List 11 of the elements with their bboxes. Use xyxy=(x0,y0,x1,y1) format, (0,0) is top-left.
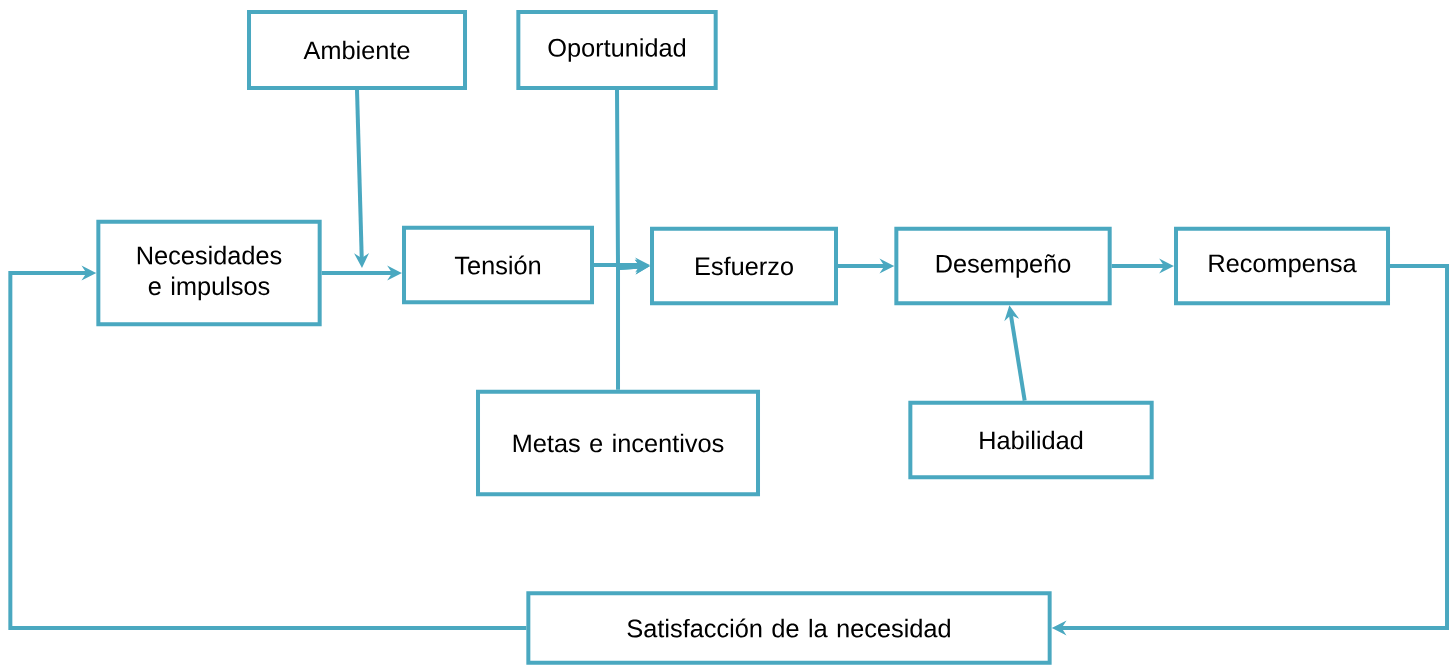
process-box: Habilidad xyxy=(908,400,1154,480)
process-box: Desempeño xyxy=(894,226,1112,306)
process-box: Tensión xyxy=(402,225,594,305)
process-box: Esfuerzo xyxy=(650,226,838,306)
process-box: Ambiente xyxy=(247,10,467,90)
process-box: Recompensa xyxy=(1174,226,1390,306)
arrow xyxy=(8,265,527,630)
process-box: Necesidades e impulsos xyxy=(96,219,322,327)
process-box: Oportunidad xyxy=(516,10,718,90)
process-box: Metas e incentivos xyxy=(476,389,760,497)
process-box: Satisfacción de la necesidad xyxy=(526,591,1052,665)
